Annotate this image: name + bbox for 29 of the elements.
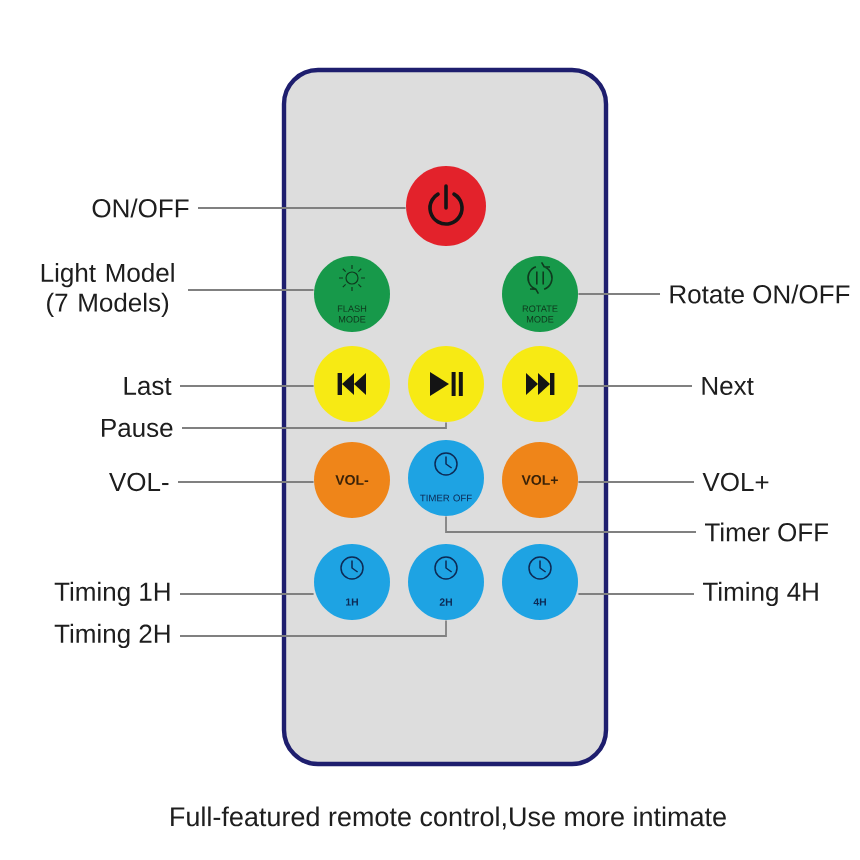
leader-line [577,481,695,483]
leader-line [187,289,315,291]
leader-line [179,385,315,387]
round-button [408,346,484,422]
leader-line [577,593,695,595]
leader-line [577,293,661,295]
callout-label: Last [124,376,172,396]
callout-label: Pause [102,418,173,438]
callout-label: Next [702,376,754,396]
leader-line [577,385,693,387]
callout-label: Timing 1H [54,581,170,607]
round-button [406,166,486,246]
callout-label: VOL- [109,472,169,492]
leader-line [177,481,315,483]
callout-label: VOL+ [702,472,769,492]
callout-label: Timer OFF [705,522,829,542]
callout-label: Timing 4H [703,581,818,607]
callout-label: Light Model (7 Models) [41,262,174,317]
leader-line [181,421,447,429]
round-button [502,346,578,422]
round-button [314,346,390,422]
leader-line [179,593,315,595]
callout-label: Rotate ON/OFF [670,284,850,304]
leader-line [179,619,447,637]
callout-label: ON/OFF [92,198,189,218]
caption: Full-featured remote control,Use more intimate [171,806,726,830]
callout-label: Timing 2H [54,623,170,649]
leader-line [445,515,697,533]
leader-line [197,207,407,209]
